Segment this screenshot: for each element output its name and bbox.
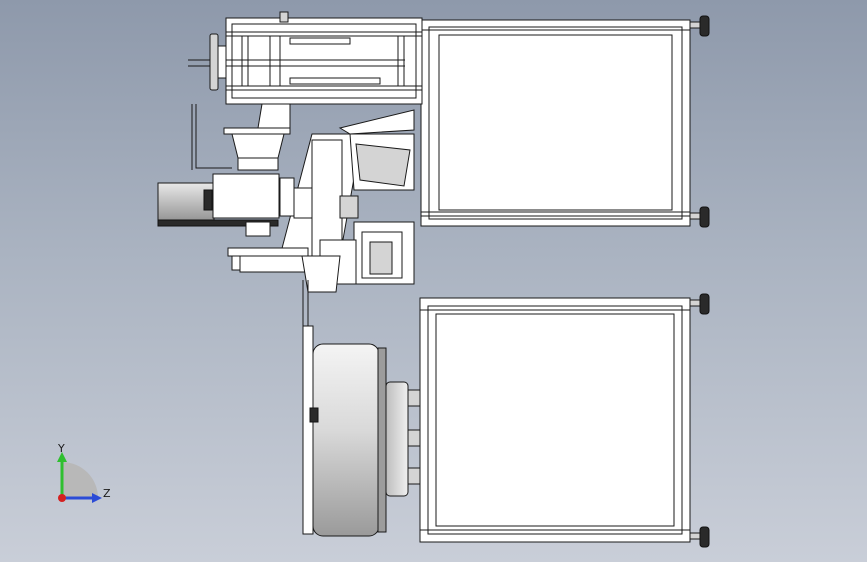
- drive-motor: [157, 173, 295, 227]
- coordinate-triad: Y Z: [57, 442, 111, 503]
- hopper: [191, 103, 291, 171]
- leveling-foot: [689, 526, 710, 548]
- y-axis-label: Y: [57, 442, 65, 455]
- leveling-foot: [689, 15, 710, 37]
- feed-chute: [279, 109, 415, 257]
- drum-roller: [302, 325, 421, 537]
- linkage: [227, 187, 359, 273]
- drive-shaft: [188, 33, 405, 91]
- triad-plane-icon: [62, 462, 98, 498]
- shaft-frame: [225, 11, 423, 105]
- leveling-foot: [689, 293, 710, 315]
- z-axis-label: Z: [103, 487, 111, 500]
- lower-frame: [419, 297, 691, 543]
- cylinder-block: [301, 221, 415, 293]
- upper-frame: [420, 19, 691, 227]
- leveling-foot: [689, 206, 710, 228]
- origin-icon: [58, 494, 66, 502]
- hanger-rod: [302, 280, 309, 330]
